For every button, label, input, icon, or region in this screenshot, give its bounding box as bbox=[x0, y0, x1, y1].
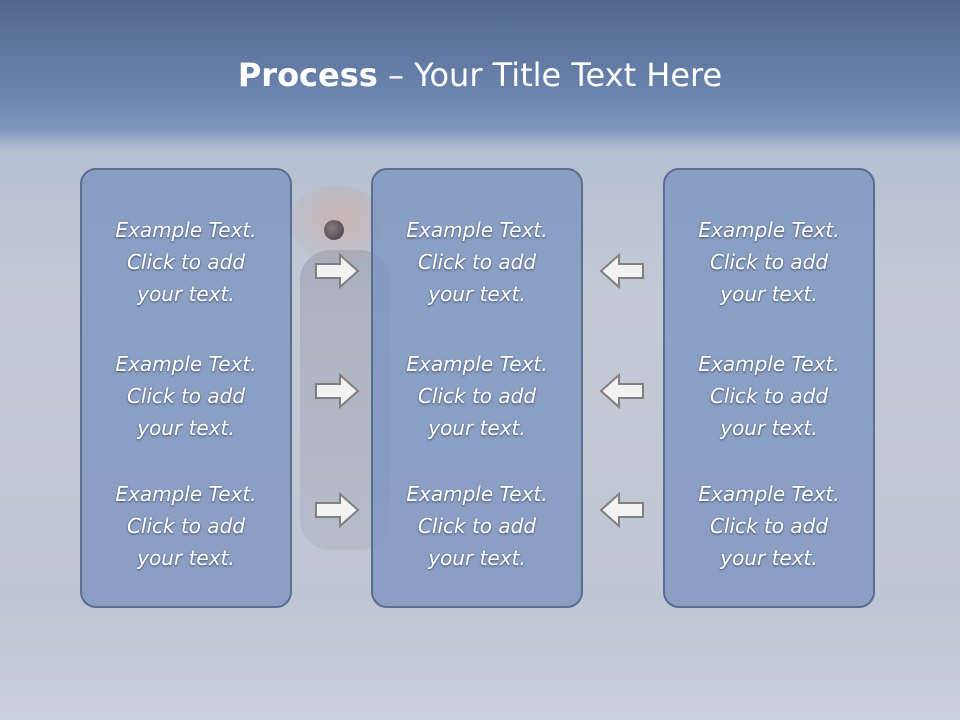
title-bold-text: Process bbox=[237, 56, 378, 94]
center-text-1[interactable]: Example Text. Click to add your text. bbox=[406, 218, 548, 306]
right-panel: Example Text. Click to add your text. Ex… bbox=[663, 168, 875, 608]
right-text-1[interactable]: Example Text. Click to add your text. bbox=[698, 218, 840, 306]
arrow-left-icon bbox=[599, 491, 644, 529]
left-text-2[interactable]: Example Text. Click to add your text. bbox=[115, 352, 257, 440]
background-pen-image bbox=[324, 220, 344, 240]
right-text-2[interactable]: Example Text. Click to add your text. bbox=[698, 352, 840, 440]
right-text-3[interactable]: Example Text. Click to add your text. bbox=[698, 482, 840, 570]
left-text-3[interactable]: Example Text. Click to add your text. bbox=[115, 482, 257, 570]
arrow-left-icon bbox=[599, 252, 644, 290]
arrow-right-icon bbox=[315, 372, 360, 410]
arrow-right-icon bbox=[315, 491, 360, 529]
arrow-right-icon bbox=[315, 252, 360, 290]
center-panel: Example Text. Click to add your text. Ex… bbox=[371, 168, 583, 608]
center-text-3[interactable]: Example Text. Click to add your text. bbox=[406, 482, 548, 570]
left-text-1[interactable]: Example Text. Click to add your text. bbox=[115, 218, 257, 306]
center-text-2[interactable]: Example Text. Click to add your text. bbox=[406, 352, 548, 440]
arrow-left-icon bbox=[599, 372, 644, 410]
slide-title[interactable]: Process – Your Title Text Here bbox=[0, 55, 960, 95]
left-panel: Example Text. Click to add your text. Ex… bbox=[80, 168, 292, 608]
title-rest-text: – Your Title Text Here bbox=[377, 56, 723, 94]
